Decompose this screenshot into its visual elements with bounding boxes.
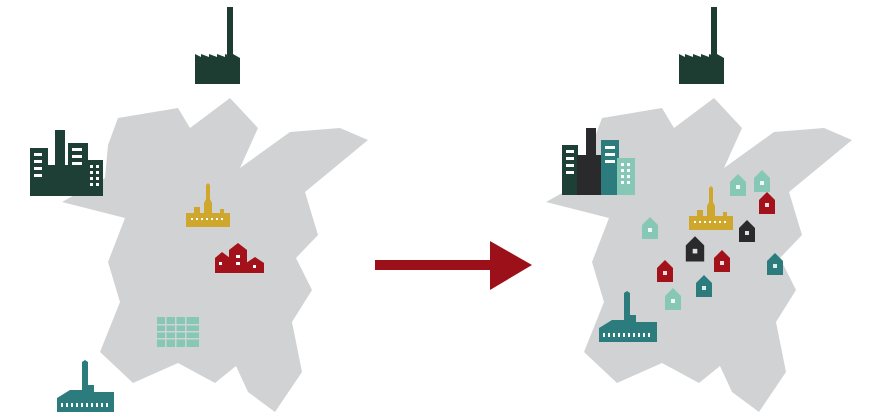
- apartment-block-icon: [157, 317, 199, 347]
- factory-icon: [195, 7, 240, 84]
- harbor-factory-icon: [57, 360, 114, 412]
- right-scene: [546, 7, 852, 412]
- houses-icon: [215, 243, 264, 273]
- left-land-map: [62, 98, 368, 412]
- church-town-icon: [689, 186, 733, 230]
- arrow-right-icon: [375, 241, 532, 290]
- mixed-city-skyline-icon: [562, 128, 635, 195]
- industrial-city-icon: [30, 130, 103, 196]
- factory-icon: [679, 7, 724, 84]
- church-town-icon: [186, 183, 230, 227]
- left-scene: [30, 7, 368, 412]
- harbor-factory-icon: [599, 291, 657, 342]
